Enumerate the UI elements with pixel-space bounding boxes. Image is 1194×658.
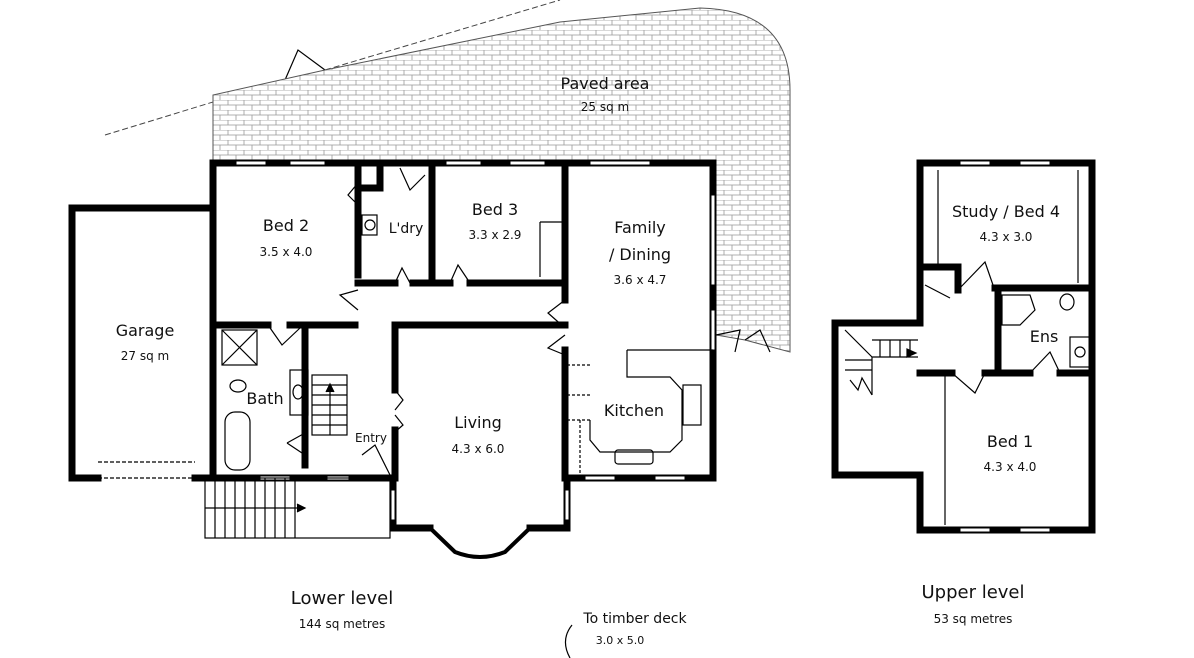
lower-level-title: Lower level — [291, 588, 393, 609]
ensuite-label: Ens — [1030, 327, 1059, 346]
study-size: 4.3 x 3.0 — [980, 230, 1033, 244]
garage-label: Garage — [116, 321, 175, 340]
doors — [267, 167, 566, 476]
lower-interior-walls — [209, 161, 569, 482]
kitchen-label: Kitchen — [604, 401, 664, 420]
deck-label: To timber deck — [582, 611, 687, 627]
entry-label: Entry — [355, 431, 387, 445]
family-size: 3.6 x 4.7 — [614, 273, 667, 287]
family-label-line2: / Dining — [609, 245, 671, 264]
living-size: 4.3 x 6.0 — [452, 442, 505, 456]
study-label: Study / Bed 4 — [952, 202, 1060, 221]
upper-level-title: Upper level — [921, 582, 1024, 603]
lower-stairs — [311, 374, 348, 436]
side-door — [715, 329, 771, 353]
paved-area-size: 25 sq m — [581, 100, 629, 114]
front-steps — [204, 477, 391, 539]
garage-door — [98, 461, 195, 479]
lower-level-area: 144 sq metres — [299, 617, 385, 631]
fixtures — [221, 214, 713, 478]
deck-size: 3.0 x 5.0 — [596, 634, 645, 647]
garage-walls — [68, 204, 217, 482]
bed3-label: Bed 3 — [472, 200, 518, 219]
bed2-label: Bed 2 — [263, 216, 309, 235]
upper-windows — [959, 160, 1051, 533]
bed1-label: Bed 1 — [987, 432, 1033, 451]
family-label-line1: Family — [614, 218, 665, 237]
upper-level-area: 53 sq metres — [934, 612, 1013, 626]
gate — [284, 49, 326, 81]
deck-leader-line — [564, 624, 573, 658]
bed3-size: 3.3 x 2.9 — [469, 228, 522, 242]
bed1-size: 4.3 x 4.0 — [984, 460, 1037, 474]
upper-fixtures — [844, 170, 1091, 525]
living-label: Living — [454, 413, 502, 432]
paved-area — [212, 7, 791, 353]
laundry-label: L'dry — [389, 221, 424, 237]
paved-area-label: Paved area — [561, 74, 650, 93]
bed2-size: 3.5 x 4.0 — [260, 245, 313, 259]
upper-interior-walls — [916, 263, 1096, 377]
bay-window — [428, 526, 532, 559]
bath-label: Bath — [246, 389, 283, 408]
garage-size: 27 sq m — [121, 349, 169, 363]
